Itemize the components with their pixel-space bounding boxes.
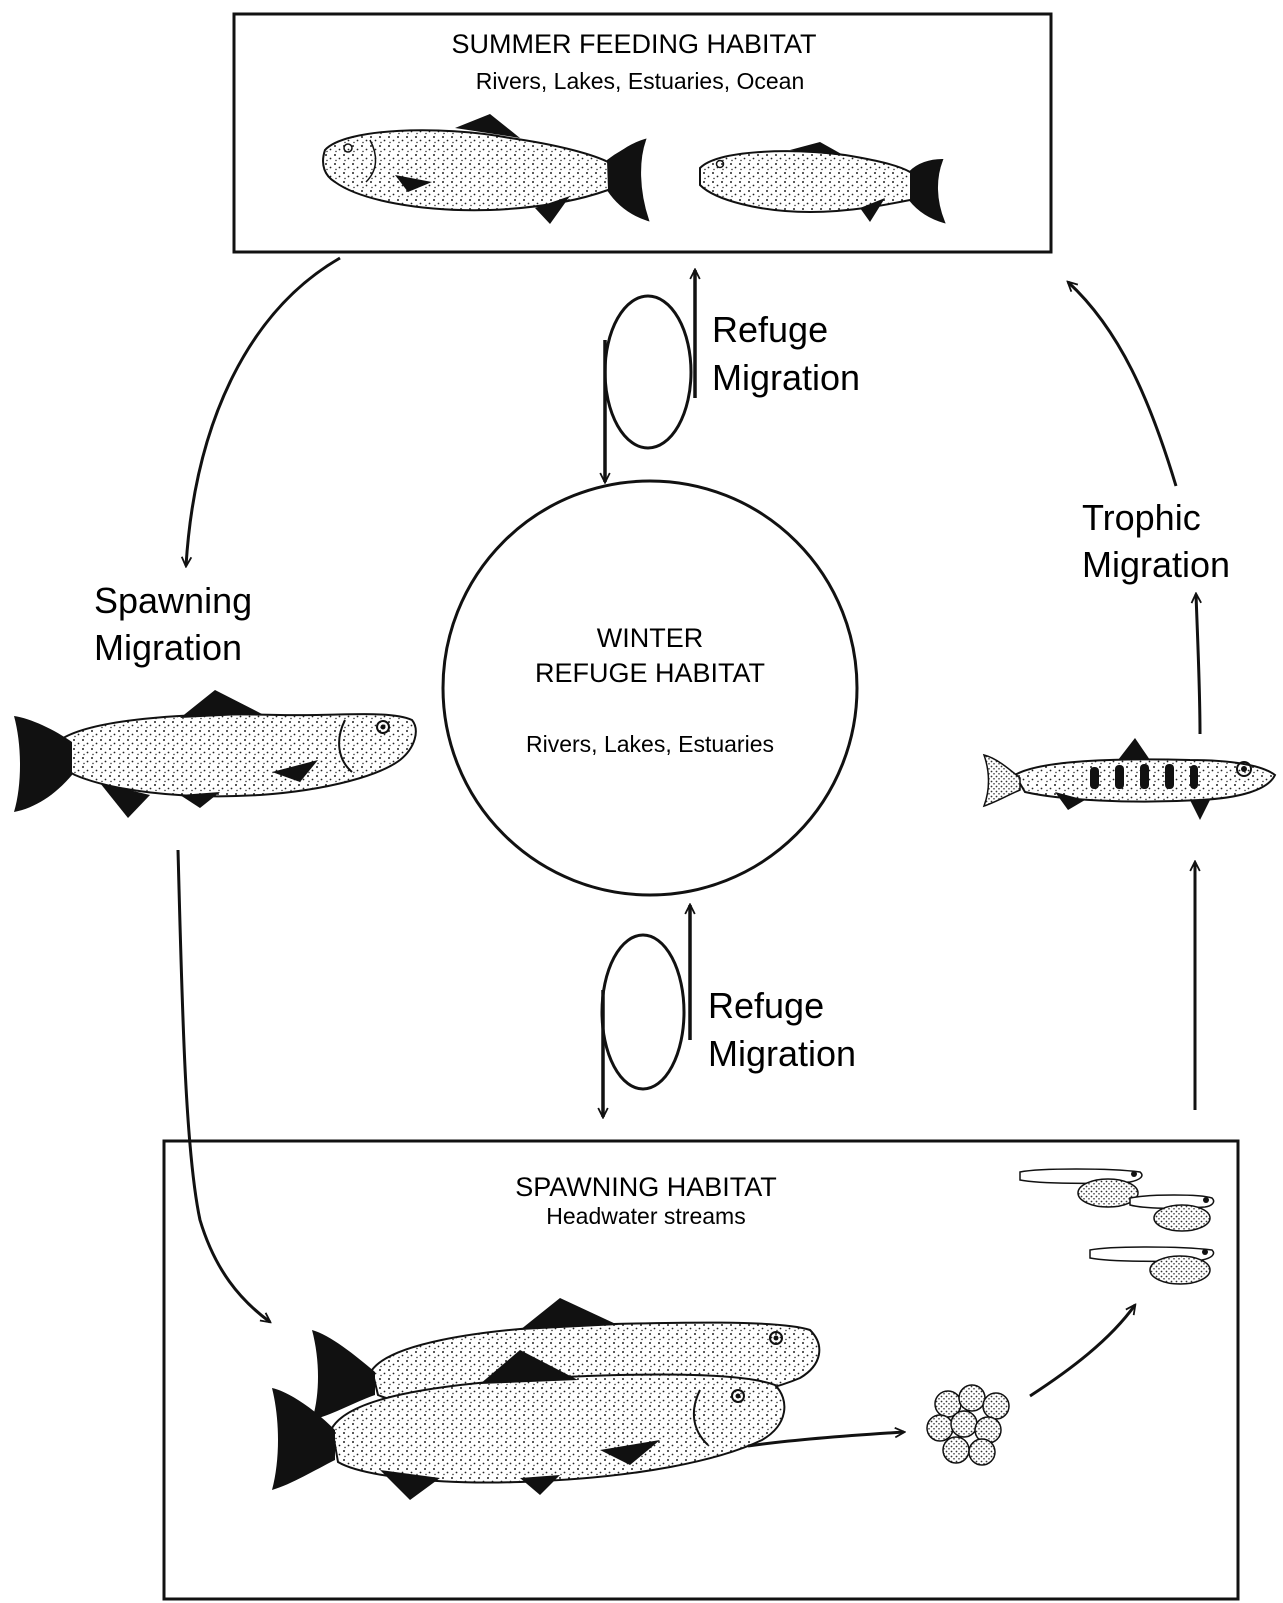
alevins-icon (1020, 1169, 1214, 1284)
spawning-migration-label-line1: Spawning (94, 580, 252, 621)
juvenile-fish-icon (984, 738, 1275, 820)
spawning-migration-label-line2: Migration (94, 627, 242, 668)
spawning-habitat-box: SPAWNING HABITAT Headwater streams (164, 1141, 1238, 1599)
adult-fish-icon (323, 114, 648, 224)
winter-habitat-title-line1: WINTER (597, 623, 703, 653)
adult-fish-small-icon (700, 142, 944, 222)
spawning-adult-fish-icon (14, 690, 416, 818)
alevin-3 (1090, 1247, 1214, 1284)
alevin-1 (1020, 1169, 1142, 1207)
trophic-migration-label-line2: Migration (1082, 544, 1230, 585)
spawning-migration-arrow-lower (178, 850, 270, 1322)
to-alevins-arrow (1030, 1305, 1135, 1396)
summer-habitat-subtitle: Rivers, Lakes, Estuaries, Ocean (476, 68, 805, 94)
winter-habitat-title-line2: REFUGE HABITAT (535, 658, 765, 688)
refuge-migration-top-label-line1: Refuge (712, 309, 828, 350)
summer-feeding-habitat-box: SUMMER FEEDING HABITAT Rivers, Lakes, Es… (234, 14, 1051, 252)
refuge-migration-top-loop (605, 270, 695, 482)
winter-refuge-habitat-circle: WINTER REFUGE HABITAT Rivers, Lakes, Est… (443, 481, 857, 895)
trophic-migration-arrow-upper (1068, 282, 1176, 486)
winter-habitat-subtitle: Rivers, Lakes, Estuaries (526, 731, 774, 757)
spawning-migration-arrow-upper (186, 258, 340, 566)
refuge-migration-bottom-loop (602, 905, 690, 1117)
trophic-migration-label-line1: Trophic (1082, 497, 1201, 538)
refuge-migration-bottom-label-line2: Migration (708, 1033, 856, 1074)
trophic-migration-arrow-middle (1196, 594, 1200, 734)
alevin-2 (1130, 1195, 1214, 1231)
summer-habitat-title: SUMMER FEEDING HABITAT (451, 29, 816, 59)
refuge-migration-top-label-line2: Migration (712, 357, 860, 398)
spawning-habitat-title: SPAWNING HABITAT (515, 1172, 777, 1202)
spawning-habitat-subtitle: Headwater streams (546, 1203, 745, 1229)
refuge-migration-bottom-label-line1: Refuge (708, 985, 824, 1026)
egg-cluster-icon (927, 1385, 1009, 1465)
